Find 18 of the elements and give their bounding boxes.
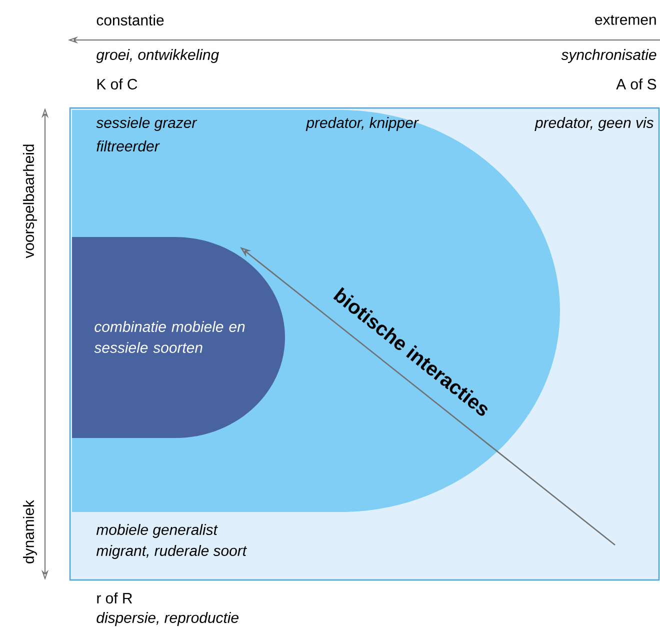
axis-label: r of R	[97, 592, 132, 604]
region-label: combinatie mobiele en sessiele soorten	[94, 321, 245, 353]
axis-label: dynamiek	[23, 500, 37, 564]
axis-label: K of C	[97, 78, 138, 90]
axis-label: dispersie, reproductie	[96, 612, 238, 626]
axis-label: constantie	[96, 14, 164, 26]
axis-label: groei, ontwikkeling	[96, 49, 219, 63]
region-label: sessiele grazer	[96, 117, 198, 131]
region-shape	[72, 237, 285, 438]
axis-label: voorspelbaarheid	[23, 144, 37, 258]
region-label: mobiele generalist	[96, 524, 218, 538]
region-label: predator, knipper	[306, 117, 419, 131]
axis-label: A of S	[616, 78, 656, 90]
region-label: migrant, ruderale soort	[96, 545, 248, 559]
region-label: filtreerder	[96, 140, 160, 152]
axis-label: synchronisatie	[561, 49, 656, 63]
region-label: predator, geen vis	[534, 117, 654, 131]
axis-label: extremen	[595, 15, 656, 25]
